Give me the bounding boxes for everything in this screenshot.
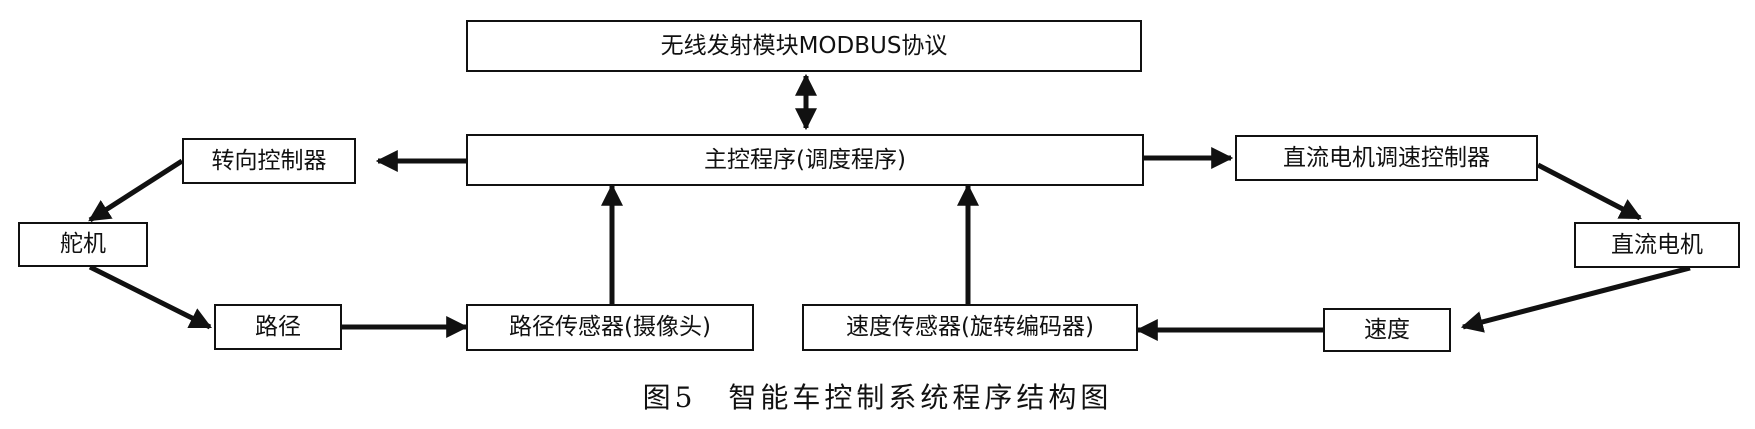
arrow-motor-to-speed	[1460, 265, 1691, 333]
node-dc-motor-controller: 直流电机调速控制器	[1235, 135, 1538, 181]
node-steering-controller: 转向控制器	[182, 138, 356, 184]
arrow-steering-to-servo	[88, 158, 184, 223]
figure-caption: 图5 智能车控制系统程序结构图	[642, 381, 1113, 414]
node-speed: 速度	[1323, 308, 1451, 352]
node-dc-motor: 直流电机	[1574, 222, 1740, 268]
node-wireless-module: 无线发射模块MODBUS协议	[466, 20, 1142, 72]
arrow-servo-to-path	[88, 264, 212, 330]
node-servo: 舵机	[18, 222, 148, 267]
node-path-sensor: 路径传感器(摄像头)	[466, 304, 754, 351]
node-path: 路径	[214, 304, 342, 350]
node-speed-sensor: 速度传感器(旋转编码器)	[802, 304, 1138, 351]
node-main-program: 主控程序(调度程序)	[466, 134, 1144, 186]
arrow-dc-controller-to-motor	[1536, 162, 1642, 221]
